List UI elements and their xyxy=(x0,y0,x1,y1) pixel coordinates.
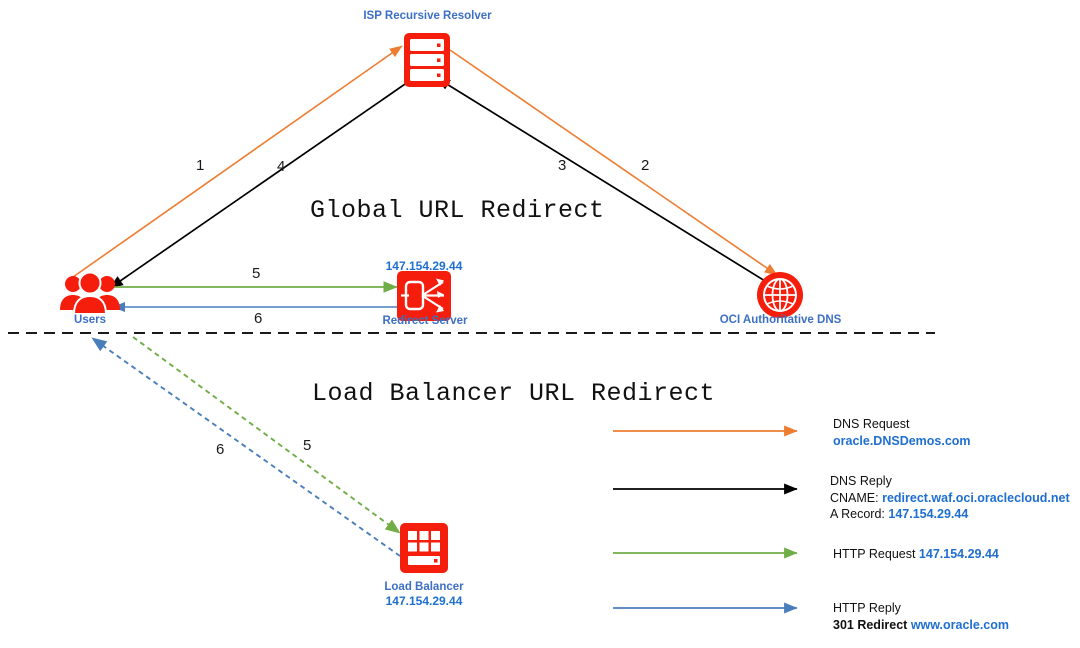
legend-http-request-prefix: HTTP Request xyxy=(833,547,919,561)
global-url-redirect-title: Global URL Redirect xyxy=(310,196,605,225)
legend-cname-prefix: CNAME: xyxy=(830,490,883,505)
step-number-5: 5 xyxy=(252,265,261,282)
legend-redirect-target: www.oracle.com xyxy=(910,617,1010,632)
arrow-step-6-lb-http-reply xyxy=(91,337,401,557)
legend-dns-reply-line1: DNS Reply xyxy=(830,474,892,488)
redirect-server-ip: 147.154.29.44 xyxy=(385,259,463,273)
legend-http-reply-line1: HTTP Reply xyxy=(833,601,901,615)
legend-dns-reply-arecord: A Record: 147.154.29.44 xyxy=(830,506,1070,523)
legend-301-redirect: 301 Redirect xyxy=(833,617,911,632)
legend-item-http-reply: HTTP Reply 301 Redirect www.oracle.com xyxy=(833,600,1009,633)
load-balancer-url-redirect-title: Load Balancer URL Redirect xyxy=(312,379,716,408)
load-balancer-ip: 147.154.29.44 xyxy=(385,594,463,608)
step-number-2: 2 xyxy=(641,157,650,174)
arrow-step-5-lb-http-request xyxy=(132,336,401,534)
globe-icon xyxy=(757,272,803,318)
step-number-6-lb: 6 xyxy=(216,441,225,458)
users-icon xyxy=(60,272,120,315)
load-balancer-label: Load Balancer xyxy=(384,581,464,593)
legend-cname-value: redirect.waf.oci.oraclecloud.net xyxy=(882,490,1070,505)
redirect-server-label: Redirect Server xyxy=(382,315,468,327)
step-number-3: 3 xyxy=(558,157,567,174)
users-label: Users xyxy=(74,314,106,326)
legend-item-dns-reply: DNS Reply CNAME: redirect.waf.oci.oracle… xyxy=(830,473,1070,523)
step-number-1: 1 xyxy=(196,157,205,174)
oci-dns-label: OCI Authoritative DNS xyxy=(719,314,842,326)
legend-dns-request-domain: oracle.DNSDemos.com xyxy=(833,433,971,448)
legend-dns-reply-cname: CNAME: redirect.waf.oci.oraclecloud.net xyxy=(830,490,1070,507)
server-icon xyxy=(404,33,450,87)
legend-item-dns-request: DNS Request oracle.DNSDemos.com xyxy=(833,416,971,449)
step-number-4: 4 xyxy=(277,158,286,175)
legend-arecord-value: 147.154.29.44 xyxy=(888,507,969,521)
legend-arecord-prefix: A Record: xyxy=(830,507,889,521)
legend-dns-request-line1: DNS Request xyxy=(833,417,910,431)
legend-http-request-line: HTTP Request 147.154.29.44 xyxy=(833,546,999,563)
legend-item-http-request: HTTP Request 147.154.29.44 xyxy=(833,546,999,563)
redirect-server-icon xyxy=(397,271,451,321)
isp-resolver-label: ISP Recursive Resolver xyxy=(363,10,492,22)
load-balancer-icon xyxy=(400,523,448,573)
legend-http-reply-line2: 301 Redirect www.oracle.com xyxy=(833,617,1009,634)
arrow-step-4-dns-reply xyxy=(109,81,409,289)
arrow-step-2-dns-request xyxy=(449,49,778,276)
arrow-step-1-dns-request xyxy=(72,45,403,278)
step-number-6: 6 xyxy=(254,310,263,327)
step-number-5-lb: 5 xyxy=(303,437,312,454)
arrow-step-3-dns-reply xyxy=(436,77,766,282)
legend-http-request-value: 147.154.29.44 xyxy=(918,547,999,561)
